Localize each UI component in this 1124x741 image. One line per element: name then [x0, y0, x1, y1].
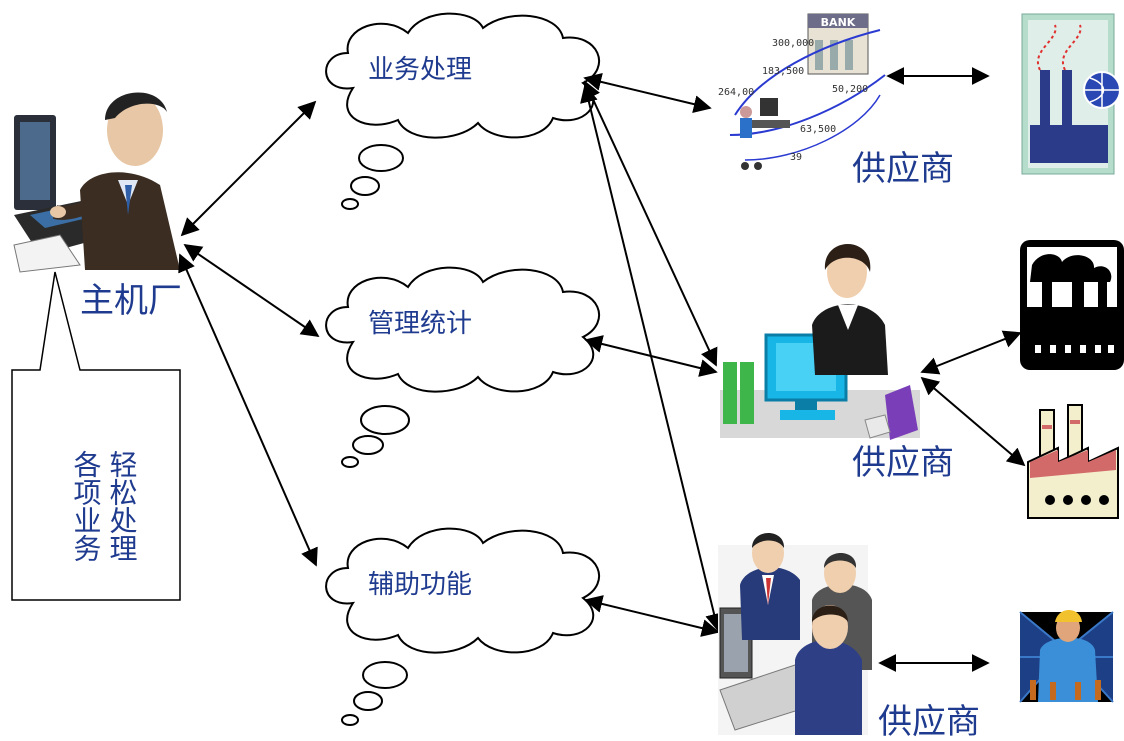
money-number: 50,200	[832, 84, 868, 95]
callout-column-right: 轻松处理	[106, 450, 139, 562]
money-number: 183,500	[762, 66, 804, 77]
office-worker-supplier-icon	[720, 243, 920, 440]
arrow-business-supplier1	[583, 73, 712, 113]
cloud-business-processing: 业务处理	[325, 12, 601, 210]
cloud-label-business: 业务处理	[368, 55, 472, 85]
arrow-management-supplier2	[584, 335, 718, 377]
team-supplier-icon	[718, 533, 872, 735]
arrow-main-business	[180, 100, 317, 237]
cloud-auxiliary-functions: 辅助功能	[325, 527, 601, 726]
speech-callout	[11, 271, 181, 601]
black-factory-icon	[1020, 240, 1124, 370]
arrow-business-supplier2	[583, 80, 718, 367]
bank-supplier-icon: BANK 264,00 183,500 50,200 63,500 300,00…	[718, 13, 886, 170]
callout-column-left: 各项业务	[70, 450, 103, 562]
arrow-auxiliary-supplier3	[584, 595, 720, 637]
supplier-label-2: 供应商	[852, 443, 954, 483]
arrow-business-supplier3	[580, 84, 723, 632]
money-number: 63,500	[800, 124, 836, 135]
money-number: 300,000	[772, 38, 814, 49]
arrow-main-auxiliary	[178, 253, 318, 567]
connector-arrows	[178, 67, 1026, 672]
cartoon-factory-icon	[1027, 404, 1119, 519]
bank-sign-text: BANK	[821, 16, 856, 29]
factory-globe-icon	[1021, 13, 1121, 175]
main-factory-label: 主机厂	[80, 281, 182, 321]
cloud-management-statistics: 管理统计	[325, 266, 601, 468]
main-factory-worker-icon	[13, 92, 180, 273]
arrow-main-management	[183, 243, 320, 338]
bottle-worker-icon	[1019, 610, 1114, 703]
cloud-label-auxiliary: 辅助功能	[368, 570, 472, 600]
arrow-supplier2-factory-bottom	[920, 376, 1026, 467]
arrow-supplier2-factory-top	[920, 330, 1022, 375]
money-number: 264,00	[718, 87, 754, 98]
supplier-label-1: 供应商	[852, 149, 954, 189]
money-number: 39	[790, 152, 802, 163]
cloud-label-management: 管理统计	[368, 309, 472, 339]
supplier-label-3: 供应商	[878, 702, 980, 741]
